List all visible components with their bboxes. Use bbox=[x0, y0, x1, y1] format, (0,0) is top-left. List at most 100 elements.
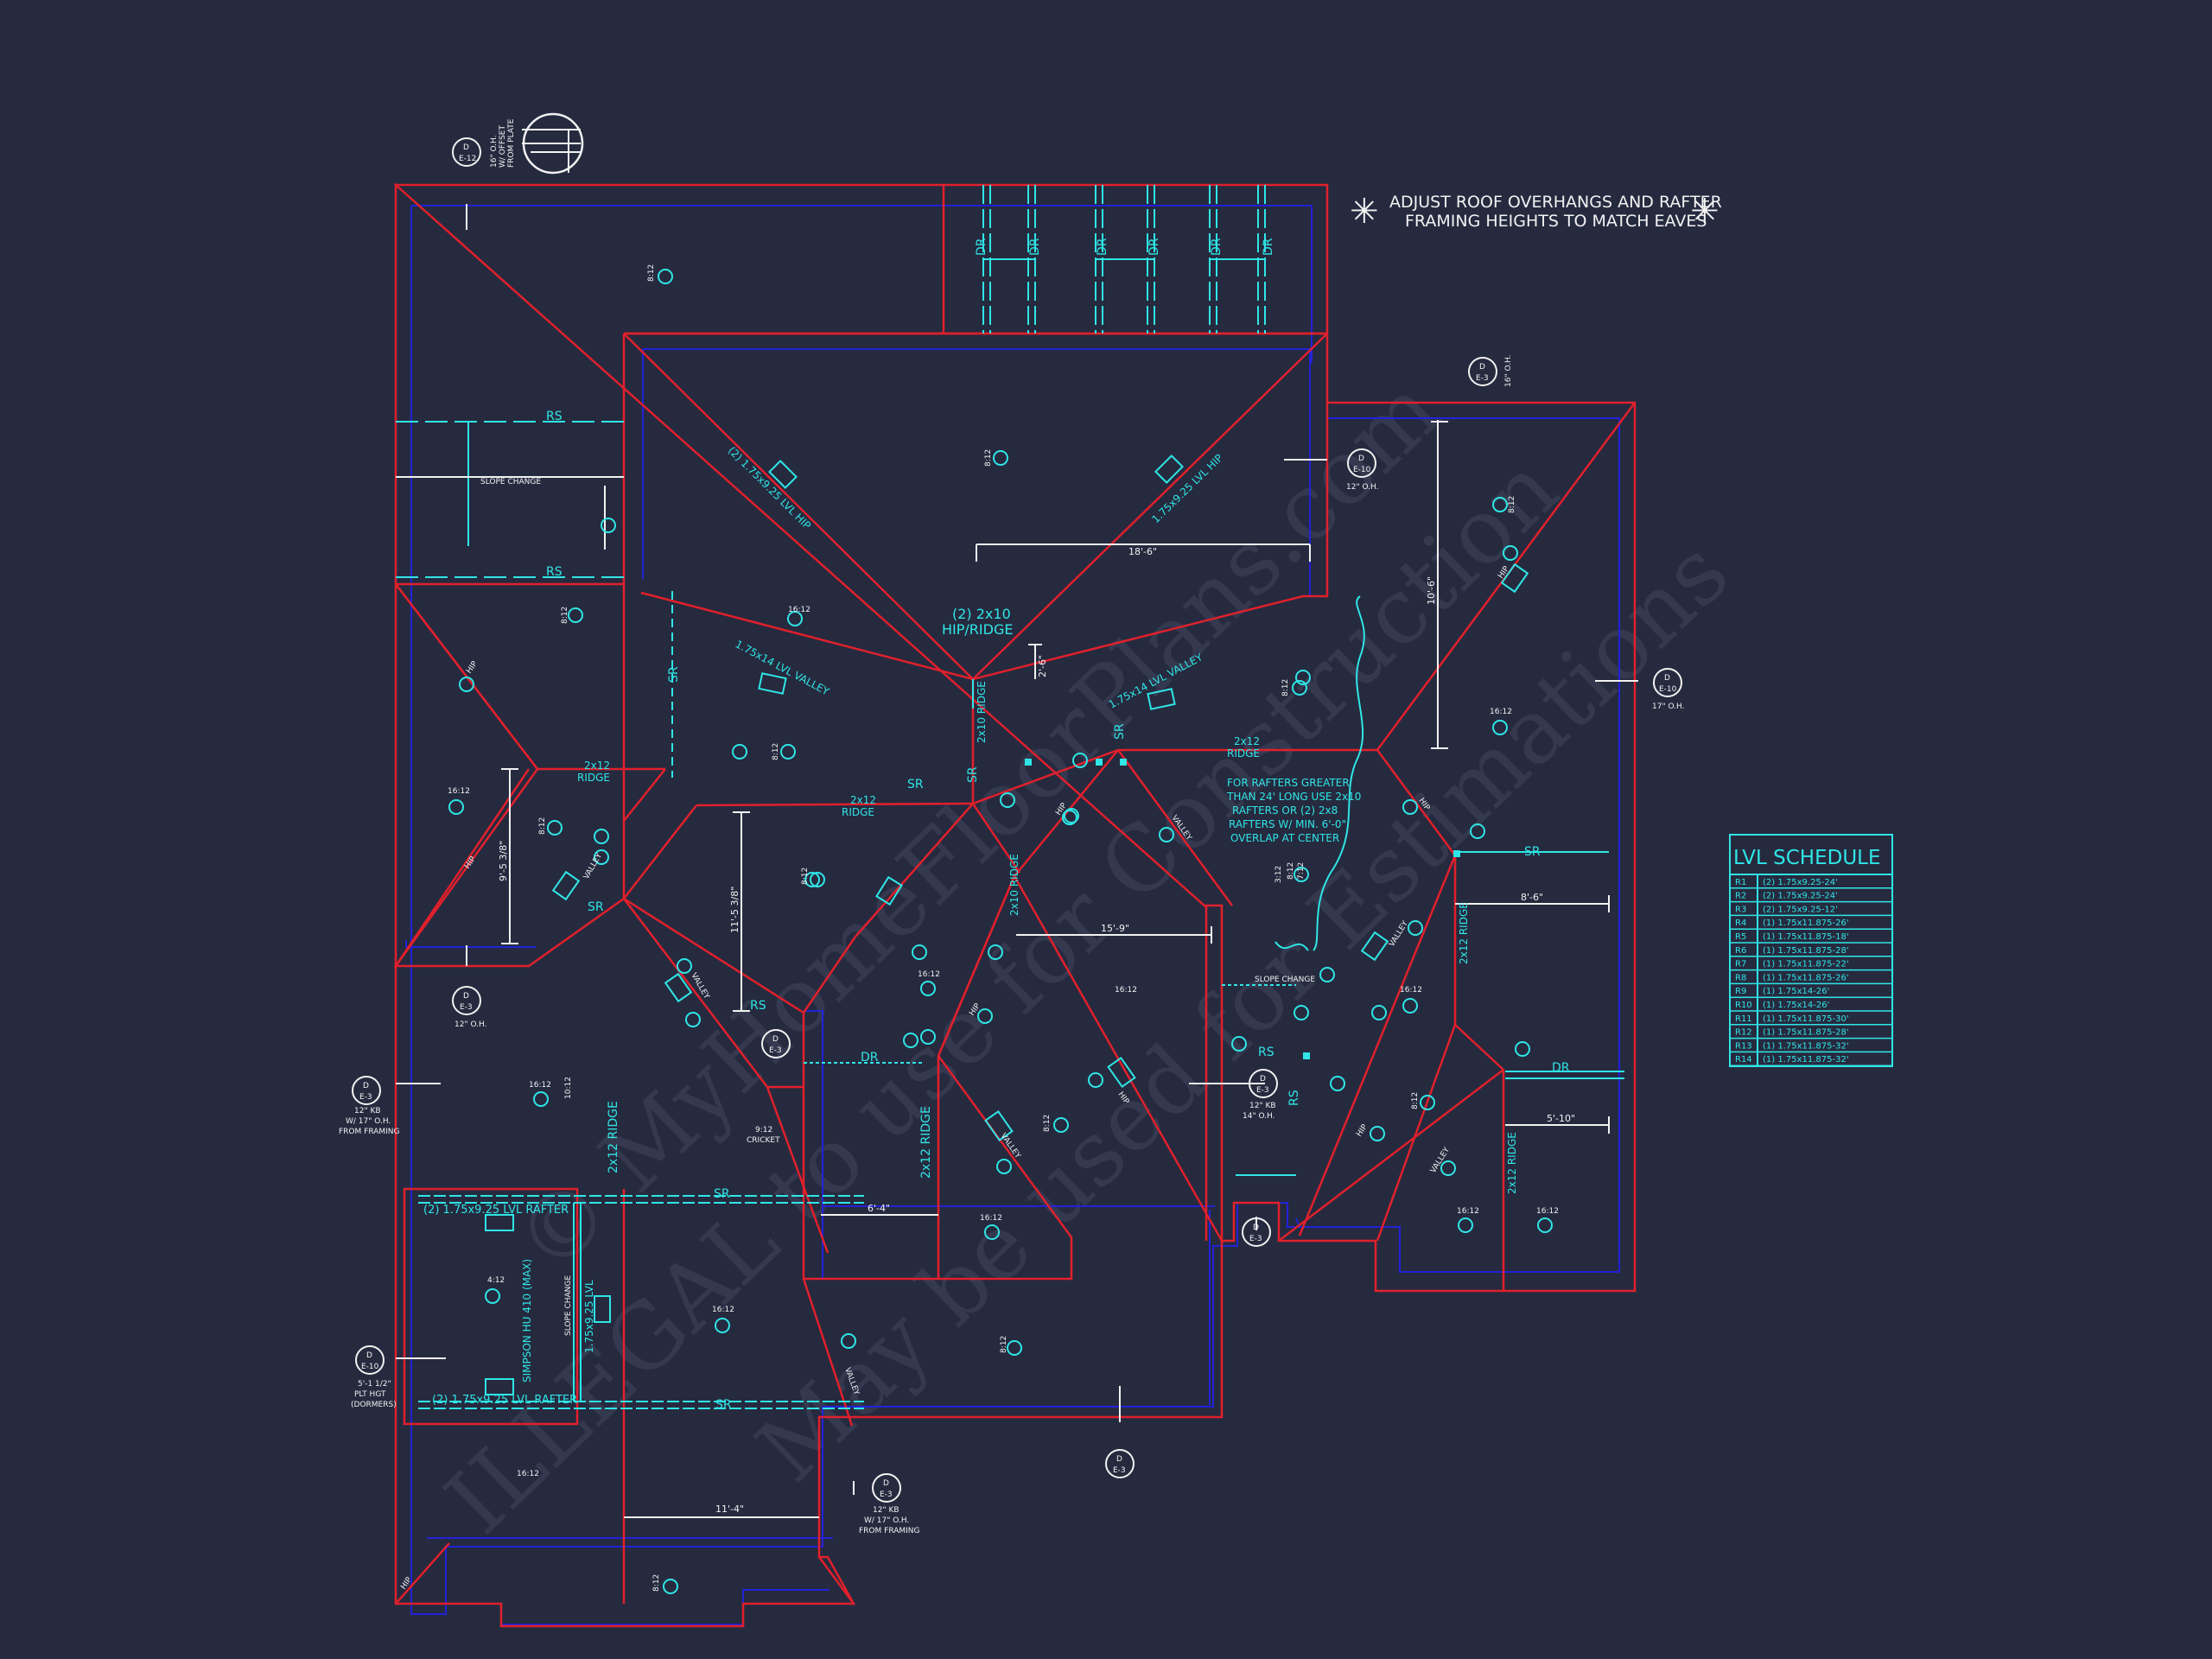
dim-1: 18'-6" bbox=[1128, 546, 1157, 557]
callout-oh-4: 17" O.H. bbox=[1652, 702, 1685, 711]
callout-e10-3: E-10 bbox=[1353, 466, 1371, 474]
watermark-line-3: May be used for Estimations bbox=[737, 519, 1749, 1502]
watermark-line-2: ILLEGAL to use for Construction bbox=[426, 436, 1578, 1554]
label-ridge-e-text: RIDGE bbox=[1008, 854, 1020, 887]
label-simpson: SIMPSON HU 410 (MAX) bbox=[521, 1259, 533, 1382]
pitch-13: 16:12 bbox=[918, 970, 940, 979]
pitch-27: 3:12 bbox=[1274, 866, 1283, 883]
label-rs-4: RS bbox=[1258, 1046, 1274, 1059]
label-ridge-h-size: 2x12 bbox=[919, 1148, 933, 1179]
callout-oh-12: W/ 17" O.H. bbox=[864, 1516, 909, 1525]
schedule-row-id: R5 bbox=[1735, 932, 1746, 942]
label-ridge-d-text: RIDGE bbox=[976, 681, 988, 714]
general-notes: ADJUST ROOF OVERHANGS AND RAFTER FRAMING… bbox=[1350, 192, 1722, 232]
callout-d-10: D bbox=[1116, 1455, 1122, 1464]
label-lvl-valley-a: 1.75x14 LVL VALLEY bbox=[734, 638, 832, 697]
label-rs-5: RS bbox=[1287, 1090, 1301, 1106]
pitch-19: 16:12 bbox=[980, 1214, 1002, 1223]
callout-plt-11: PLT HGT bbox=[354, 1390, 386, 1399]
callout-dormers-11: (DORMERS) bbox=[351, 1401, 397, 1409]
label-ridge-a-size: 2x12 bbox=[584, 760, 610, 772]
dim-5: 11'-5 3/8" bbox=[729, 887, 741, 933]
label-rs-3: RS bbox=[750, 999, 766, 1013]
schedule-row-id: R11 bbox=[1735, 1014, 1752, 1024]
label-ridge-d: 2x10 RIDGE bbox=[976, 681, 988, 743]
pitch-6: 8:12 bbox=[772, 743, 780, 760]
schedule-title: LVL SCHEDULE bbox=[1733, 847, 1881, 869]
label-cricket: CRICKET bbox=[747, 1136, 780, 1145]
schedule-row-spec: (1) 1.75x11.875-22' bbox=[1763, 960, 1849, 969]
label-slope-change-3: SLOPE CHANGE bbox=[564, 1275, 573, 1336]
schedule-row-spec: (1) 1.75x11.875-28' bbox=[1763, 1028, 1849, 1038]
pitch-18: 8:12 bbox=[1411, 1092, 1420, 1109]
pitch-16: 16:12 bbox=[529, 1081, 551, 1090]
label-ridge-d-size: 2x10 bbox=[976, 717, 988, 743]
callout-oh-5: 12" O.H. bbox=[454, 1020, 487, 1029]
callout-kb-12: 12" KB bbox=[873, 1506, 899, 1515]
callout-d-1: D bbox=[463, 143, 469, 152]
dim-2: 2'-6" bbox=[1037, 655, 1048, 677]
schedule-row-id: R10 bbox=[1735, 1001, 1752, 1010]
pitch-26: 8:12 bbox=[652, 1574, 661, 1592]
pitch-1: 8:12 bbox=[647, 264, 656, 282]
label-sr-4: SR bbox=[966, 766, 980, 783]
callout-texts: D E-12 16" O.H. W/ OFFSET FROM PLATE D E… bbox=[339, 118, 1685, 1535]
label-ridge-e: 2x10 RIDGE bbox=[1008, 854, 1020, 916]
label-ridge-e-size: 2x10 bbox=[1008, 890, 1020, 916]
label-ridge-f-size: 2x12 bbox=[1458, 938, 1470, 964]
label-ridge-i: 2x12 RIDGE bbox=[607, 1101, 620, 1173]
label-ridge-c-size: 2x12 bbox=[1234, 735, 1260, 747]
schedule-row-id: R6 bbox=[1735, 946, 1746, 956]
callout-kb-6: 12" KB bbox=[354, 1107, 381, 1116]
callout-d-7: D bbox=[772, 1035, 779, 1044]
schedule-rows: R1(2) 1.75x9.25-24'R2(2) 1.75x9.25-24'R3… bbox=[1730, 878, 1892, 1066]
callout-oh-a: 16" O.H. bbox=[490, 135, 499, 168]
label-ridge-center-1: (2) 2x10 bbox=[952, 606, 1011, 622]
framing-keys bbox=[448, 269, 1553, 1594]
schedule-row-spec: (1) 1.75x11.875-26' bbox=[1763, 918, 1849, 928]
label-slope-change-2: SLOPE CHANGE bbox=[1255, 976, 1315, 984]
pitch-10: 8:12 bbox=[538, 817, 547, 835]
rafter-note-line-3: RAFTERS OR (2) 2x8 bbox=[1232, 804, 1338, 817]
dimension-lines bbox=[396, 204, 1638, 1518]
rafter-note-line-5: OVERLAP AT CENTER bbox=[1230, 832, 1339, 844]
label-ridge-a: RIDGE bbox=[577, 772, 610, 784]
schedule-row-spec: (1) 1.75x11.875-32' bbox=[1763, 1041, 1849, 1051]
label-sr-3: SR bbox=[1113, 723, 1127, 740]
callout-d-9: D bbox=[1253, 1224, 1259, 1232]
callout-oh-2: 16" O.H. bbox=[1504, 354, 1513, 387]
label-sr-5: SR bbox=[588, 900, 604, 914]
callout-oh-6: W/ 17" O.H. bbox=[346, 1117, 391, 1126]
label-dr-3: DR bbox=[1096, 238, 1109, 256]
callout-d-11: D bbox=[366, 1351, 372, 1360]
callout-offset-a: W/ OFFSET bbox=[499, 125, 507, 168]
pitch-9: 16:12 bbox=[448, 787, 470, 796]
schedule-row-spec: (1) 1.75x11.875-18' bbox=[1763, 932, 1849, 942]
callout-e3-8: E-3 bbox=[1256, 1086, 1269, 1095]
pitch-23: 16:12 bbox=[712, 1306, 734, 1314]
schedule-row-spec: (1) 1.75x11.875-30' bbox=[1763, 1014, 1849, 1024]
dim-3: 10'-6" bbox=[1426, 576, 1437, 605]
dim-8: 5'-10" bbox=[1547, 1113, 1575, 1124]
pitch-28: 9:12 bbox=[755, 1126, 772, 1135]
callout-e12-1: E-12 bbox=[459, 155, 476, 163]
label-sr-6: SR bbox=[1524, 845, 1541, 859]
schedule-row-spec: (1) 1.75x14-26' bbox=[1763, 1001, 1829, 1010]
pitch-25: 16:12 bbox=[517, 1470, 539, 1478]
label-hip-2: HIP bbox=[463, 855, 478, 870]
pitch-29: 7:12 bbox=[1297, 862, 1306, 880]
pitch-labels: 8:12 8:12 16:12 8:12 8:12 8:12 8:12 16:1… bbox=[448, 264, 1559, 1592]
pitch-3: 16:12 bbox=[788, 606, 810, 614]
label-valley-6: VALLEY bbox=[1429, 1146, 1452, 1175]
note-main-line-2: FRAMING HEIGHTS TO MATCH EAVES bbox=[1405, 212, 1707, 231]
rafter-note-line-4: RAFTERS W/ MIN. 6'-0" bbox=[1229, 818, 1346, 830]
label-dr-6: DR bbox=[1262, 238, 1275, 256]
schedule-row-id: R4 bbox=[1735, 918, 1746, 928]
dim-7: 8'-6" bbox=[1521, 892, 1543, 903]
label-ridge-b-size: 2x12 bbox=[850, 794, 876, 806]
callout-height-11: 5'-1 1/2" bbox=[358, 1380, 391, 1389]
schedule-row-id: R12 bbox=[1735, 1028, 1752, 1038]
label-dr-7: DR bbox=[861, 1051, 879, 1065]
callout-oh-3: 12" O.H. bbox=[1346, 483, 1379, 492]
pitch-15: 16:12 bbox=[1400, 986, 1422, 995]
